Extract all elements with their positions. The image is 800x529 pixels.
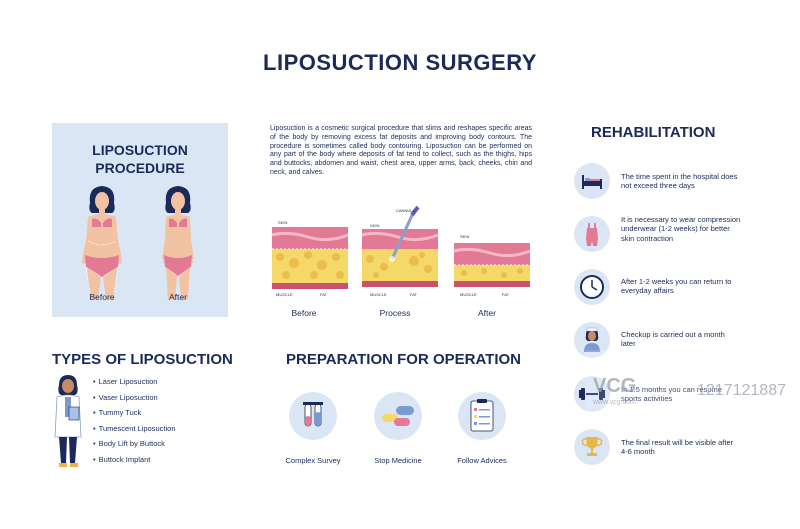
- list-item: Vaser Liposuction: [93, 393, 176, 409]
- trophy-icon: [574, 429, 610, 465]
- list-item: Laser Liposuction: [93, 377, 176, 393]
- vcg-watermark: VCG www.vcg.com 1217121887: [585, 350, 800, 430]
- fat-label-1: FAT: [320, 292, 328, 297]
- watermark-brand: VCG: [593, 375, 636, 397]
- prep-label-follow-advices: Follow Advices: [457, 456, 507, 465]
- clock-icon: [574, 269, 610, 305]
- skin-label-2: SKIN: [370, 223, 379, 228]
- list-item: Buttock Implant: [93, 455, 176, 471]
- procedure-title-line1: LIPOSUCTION: [92, 142, 188, 158]
- types-title: TYPES OF LIPOSUCTION: [52, 351, 233, 368]
- pills-icon: [374, 392, 422, 440]
- layer-after-diagram: SKIN MUSCLE FAT: [453, 234, 531, 297]
- layer-process-caption: Process: [379, 308, 411, 318]
- muscle-label-1: MUSCLE: [276, 292, 293, 297]
- list-item: Body Lift by Buttock: [93, 439, 176, 455]
- watermark-site: www.vcg.com: [592, 399, 636, 406]
- checklist-icon: [458, 392, 506, 440]
- description-text: Liposuction is a cosmetic surgical proce…: [270, 125, 532, 176]
- layer-process-diagram: CANNULA SKIN MUSCLE FAT: [361, 205, 439, 297]
- nurse-icon: [574, 322, 610, 358]
- procedure-title-line2: PROCEDURE: [95, 160, 185, 176]
- hospital-bed-icon: [574, 163, 610, 199]
- test-tubes-icon: [289, 392, 337, 440]
- prep-label-complex-survey: Complex Survey: [285, 456, 341, 465]
- list-item: Tummy Tuck: [93, 408, 176, 424]
- skin-label-3: SKIN: [460, 234, 469, 239]
- layer-after-caption: After: [478, 308, 496, 318]
- rehab-text-5: In 1.5 months you can resume sports acti…: [621, 385, 722, 404]
- dumbbell-icon: [574, 376, 610, 412]
- procedure-title: LIPOSUCTION PROCEDURE: [52, 141, 228, 177]
- rehab-text-4: Checkup is carried out a month later: [621, 330, 725, 349]
- watermark-id: 1217121887: [697, 382, 786, 399]
- layer-before-diagram: SKIN MUSCLE FAT: [271, 220, 349, 297]
- layer-before-caption: Before: [291, 308, 317, 318]
- procedure-panel: LIPOSUCTION PROCEDURE Before After: [52, 123, 228, 317]
- types-list: Laser Liposuction Vaser Liposuction Tumm…: [93, 377, 176, 471]
- rehab-text-3: After 1-2 weeks you can return to everyd…: [621, 277, 732, 296]
- compression-underwear-icon: [574, 216, 610, 252]
- rehab-text-2: It is necessary to wear compression unde…: [621, 215, 741, 243]
- cannula-label: CANNULA: [396, 208, 415, 213]
- list-item: Tumescent Liposuction: [93, 424, 176, 440]
- rehab-text-1: The time spent in the hospital does not …: [621, 172, 738, 191]
- fat-label-3: FAT: [502, 292, 510, 297]
- page-title: LIPOSUCTION SURGERY: [263, 50, 537, 75]
- procedure-before-label: Before: [89, 292, 115, 302]
- woman-before-figure: [82, 186, 122, 299]
- procedure-after-label: After: [169, 292, 187, 302]
- skin-label-1: SKIN: [278, 220, 287, 225]
- muscle-label-3: MUSCLE: [460, 292, 477, 297]
- muscle-label-2: MUSCLE: [370, 292, 387, 297]
- woman-after-figure: [162, 186, 194, 299]
- doctor-figure: [54, 375, 82, 467]
- rehab-text-6: The final result will be visible after 4…: [621, 438, 734, 457]
- prep-label-stop-medicine: Stop Medicine: [374, 456, 422, 465]
- fat-label-2: FAT: [410, 292, 418, 297]
- rehabilitation-title: REHABILITATION: [591, 124, 716, 141]
- preparation-title: PREPARATION FOR OPERATION: [286, 351, 522, 368]
